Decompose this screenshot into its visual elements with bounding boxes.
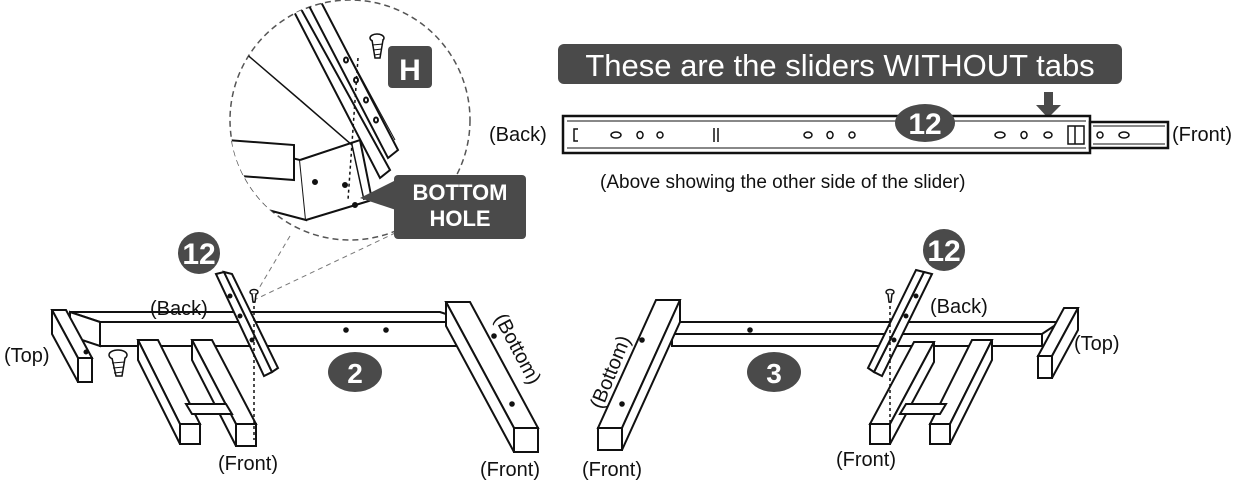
left-slider-rail xyxy=(214,270,280,378)
loose-screw-icon xyxy=(108,349,128,377)
part-badge-3: 3 xyxy=(747,352,801,392)
slider-side-view xyxy=(561,114,1170,155)
part-badge-12-right: 12 xyxy=(923,229,965,271)
screw-icon xyxy=(369,33,385,59)
right-slider-rail xyxy=(866,268,934,378)
left-top-label: (Top) xyxy=(4,345,50,367)
part-badge-12-slider: 12 xyxy=(895,104,955,142)
right-back-label: (Back) xyxy=(930,296,988,318)
right-front-label-inner: (Front) xyxy=(836,449,896,471)
part-number: 12 xyxy=(927,235,960,268)
bottom-hole-line1: BOTTOM xyxy=(413,180,508,205)
zoom-detail xyxy=(229,0,471,301)
part-number: 2 xyxy=(347,358,363,389)
left-back-label: (Back) xyxy=(150,298,208,320)
part-number: 12 xyxy=(908,108,941,141)
screw-h-callout: H xyxy=(388,46,432,88)
bottom-hole-line2: HOLE xyxy=(429,206,490,231)
right-top-label: (Top) xyxy=(1074,333,1120,355)
left-front-label-outer: (Front) xyxy=(480,459,540,481)
bottom-hole-callout: BOTTOM HOLE xyxy=(360,175,526,239)
left-frame xyxy=(50,301,540,453)
slider-front-label: (Front) xyxy=(1172,124,1232,146)
screw-letter: H xyxy=(399,54,421,87)
left-screw-icon xyxy=(249,288,259,303)
slider-back-label: (Back) xyxy=(489,124,547,146)
right-frame xyxy=(596,299,1080,451)
down-arrow-icon xyxy=(1036,92,1061,118)
left-front-label-inner: (Front) xyxy=(218,453,278,475)
part-number: 12 xyxy=(182,238,215,271)
right-screw-icon xyxy=(885,288,895,303)
banner-text: These are the sliders WITHOUT tabs xyxy=(585,48,1094,83)
banner: These are the sliders WITHOUT tabs xyxy=(558,44,1122,84)
right-front-label-outer: (Front) xyxy=(582,459,642,481)
part-number: 3 xyxy=(766,358,782,389)
part-badge-2: 2 xyxy=(328,352,382,392)
slider-caption: (Above showing the other side of the sli… xyxy=(600,172,965,193)
part-badge-12-left: 12 xyxy=(178,232,220,274)
